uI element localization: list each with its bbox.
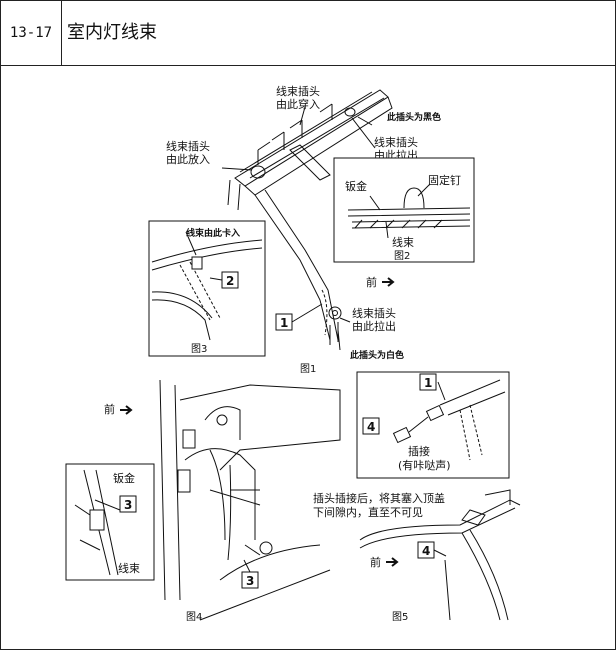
- fig4-inset: 钣金 线束 3: [65, 463, 155, 581]
- fig5-caption: 图5: [392, 611, 408, 623]
- label-clip-in: 线束由此卡入: [186, 227, 240, 239]
- callout-3b: 3: [246, 574, 254, 588]
- callout-1: 1: [280, 316, 288, 330]
- fig2-inset: 钣金 固定钉 线束 图2: [333, 157, 475, 263]
- label-connect: 插接: [408, 444, 430, 458]
- page-header: 13-17 室内灯线束: [1, 1, 615, 66]
- section-code: 13-17: [1, 1, 62, 65]
- callout-4b: 4: [422, 544, 430, 558]
- label-plug-white: 此插头为白色: [350, 349, 404, 361]
- label-note-1: 插头插接后，将其塞入顶盖: [313, 491, 445, 505]
- fig4-caption: 图4: [186, 611, 202, 623]
- fig2-caption: 图2: [394, 250, 410, 262]
- label-front: 前: [366, 275, 377, 289]
- label-harness: 线束: [392, 235, 414, 249]
- label-plug-out: 线束插头: [374, 135, 418, 149]
- label-harness-2: 线束: [118, 561, 140, 575]
- label-sheet-metal: 钣金: [345, 179, 367, 193]
- callout-3a: 3: [124, 498, 132, 512]
- callout-1b: 1: [424, 376, 432, 390]
- callout-2: 2: [226, 274, 234, 288]
- fig3-caption: 图3: [191, 343, 207, 355]
- label-front-2: 前: [104, 402, 115, 416]
- fig5-drawing: [359, 489, 521, 621]
- label-plug-in-2: 由此穿入: [276, 97, 320, 111]
- label-plug-out-b-2: 由此拉出: [352, 319, 396, 333]
- label-plug-in: 线束插头: [276, 84, 320, 98]
- fig4-drawing: [159, 379, 341, 621]
- label-note-2: 下间隙内，直至不可见: [313, 505, 423, 519]
- label-sheet-metal-2: 钣金: [113, 471, 135, 485]
- fig3-inset: 线束由此卡入 2 图3: [148, 220, 266, 357]
- fig1-labels: 线束插头 由此穿入 此插头为黑色 线束插头 由此拉出 线束插头 由此放入 前 线…: [166, 84, 441, 375]
- label-plug-black: 此插头为黑色: [387, 111, 441, 123]
- label-front-3: 前: [370, 555, 381, 569]
- callout-4a: 4: [367, 420, 375, 434]
- label-plug-put-2: 由此放入: [166, 152, 210, 166]
- label-fix-nail: 固定钉: [428, 173, 461, 187]
- label-plug-put: 线束插头: [166, 139, 210, 153]
- fig1-drawing: [221, 89, 393, 351]
- page-title: 室内灯线束: [67, 22, 157, 43]
- label-plug-out-b: 线束插头: [352, 306, 396, 320]
- fig5-inset: 1 4 插接 (有咔哒声): [356, 371, 510, 479]
- label-connect-2: (有咔哒声): [398, 458, 451, 472]
- fig1-caption: 图1: [300, 363, 316, 375]
